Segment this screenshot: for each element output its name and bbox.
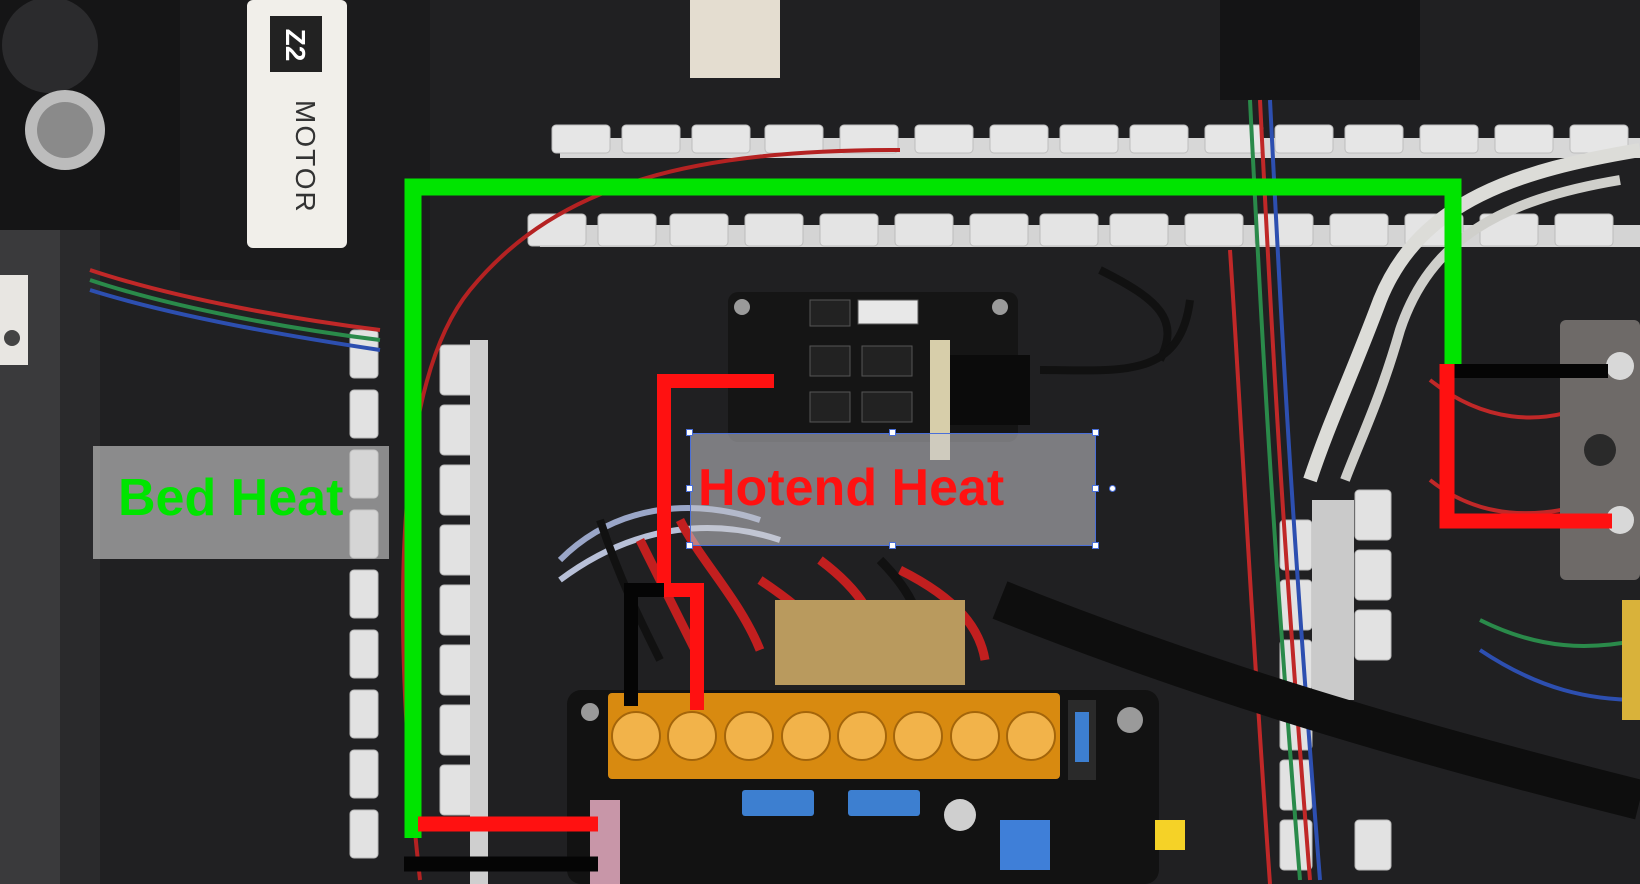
hotend-black-lead-annotation — [624, 583, 664, 706]
selection-handle-bottom-left[interactable] — [686, 542, 693, 549]
selection-handle-top-right[interactable] — [1092, 429, 1099, 436]
selection-handle-top-center[interactable] — [889, 429, 896, 436]
selection-handle-top-left[interactable] — [686, 429, 693, 436]
right-red-lead-annotation — [1439, 364, 1612, 529]
motor-label-brand: Z2 — [280, 29, 311, 62]
selection-handle-bottom-center[interactable] — [889, 542, 896, 549]
bed-heat-label: Bed Heat — [118, 469, 344, 527]
selection-handle-middle-right[interactable] — [1092, 485, 1099, 492]
bed-heat-label-backdrop — [93, 446, 389, 559]
motor-label-text: MOTOR — [290, 100, 321, 214]
selection-handle-bottom-right[interactable] — [1092, 542, 1099, 549]
green-wire-annotation — [404, 178, 1462, 838]
selection-rotate-handle[interactable] — [1109, 485, 1116, 492]
selection-handle-middle-left[interactable] — [686, 485, 693, 492]
hotend-heat-label: Hotend Heat — [698, 459, 1005, 517]
hotend-heat-label-selection[interactable] — [690, 433, 1096, 546]
